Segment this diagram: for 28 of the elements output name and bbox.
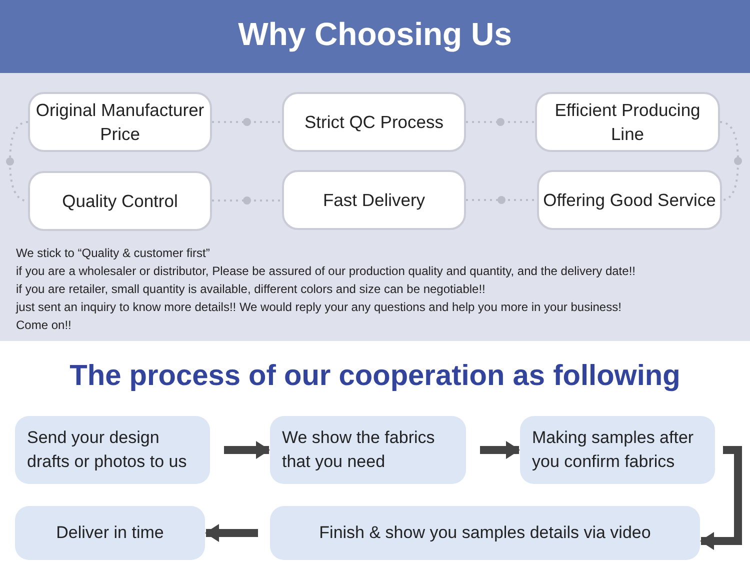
process-step-box: Deliver in time	[15, 506, 205, 560]
arrow	[205, 524, 258, 542]
process-step-box: We show the fabrics that you need	[270, 416, 466, 484]
arrow	[700, 446, 742, 550]
feature-box: Efficient Producing Line	[535, 92, 720, 152]
process-step-box: Send your design drafts or photos to us	[15, 416, 210, 484]
body-text: if you are a wholesaler or distributor, Please be assured of our production quality and quantity, and the delivery date!!	[16, 264, 636, 278]
feature-box: Fast Delivery	[282, 170, 466, 230]
process-step-box: Making samples after you confirm fabrics	[520, 416, 715, 484]
feature-box: Quality Control	[28, 171, 212, 231]
feature-box: Strict QC Process	[282, 92, 466, 152]
feature-box: Offering Good Service	[537, 170, 722, 230]
body-text: Come on!!	[16, 318, 72, 332]
arrow	[224, 441, 270, 459]
dotted-connector	[720, 121, 739, 201]
dotted-connector	[212, 121, 282, 123]
dotted-connector	[466, 199, 537, 201]
dotted-connector	[212, 200, 282, 202]
dotted-connector	[9, 121, 28, 202]
body-text: We stick to “Quality & customer first”	[16, 246, 210, 260]
dotted-connector	[466, 121, 535, 123]
body-text: if you are retailer, small quantity is available, different colors and size can be negotiable!!	[16, 282, 486, 296]
page-title: Why Choosing Us	[237, 16, 513, 53]
body-text: just sent an inquiry to know more details!! We would reply your any questions and help you more in your business!	[16, 300, 622, 314]
arrow	[480, 441, 520, 459]
feature-box: Original Manufacturer Price	[28, 92, 212, 152]
process-step-box: Finish & show you samples details via video	[270, 506, 700, 560]
section-heading: The process of our cooperation as following	[68, 360, 682, 393]
